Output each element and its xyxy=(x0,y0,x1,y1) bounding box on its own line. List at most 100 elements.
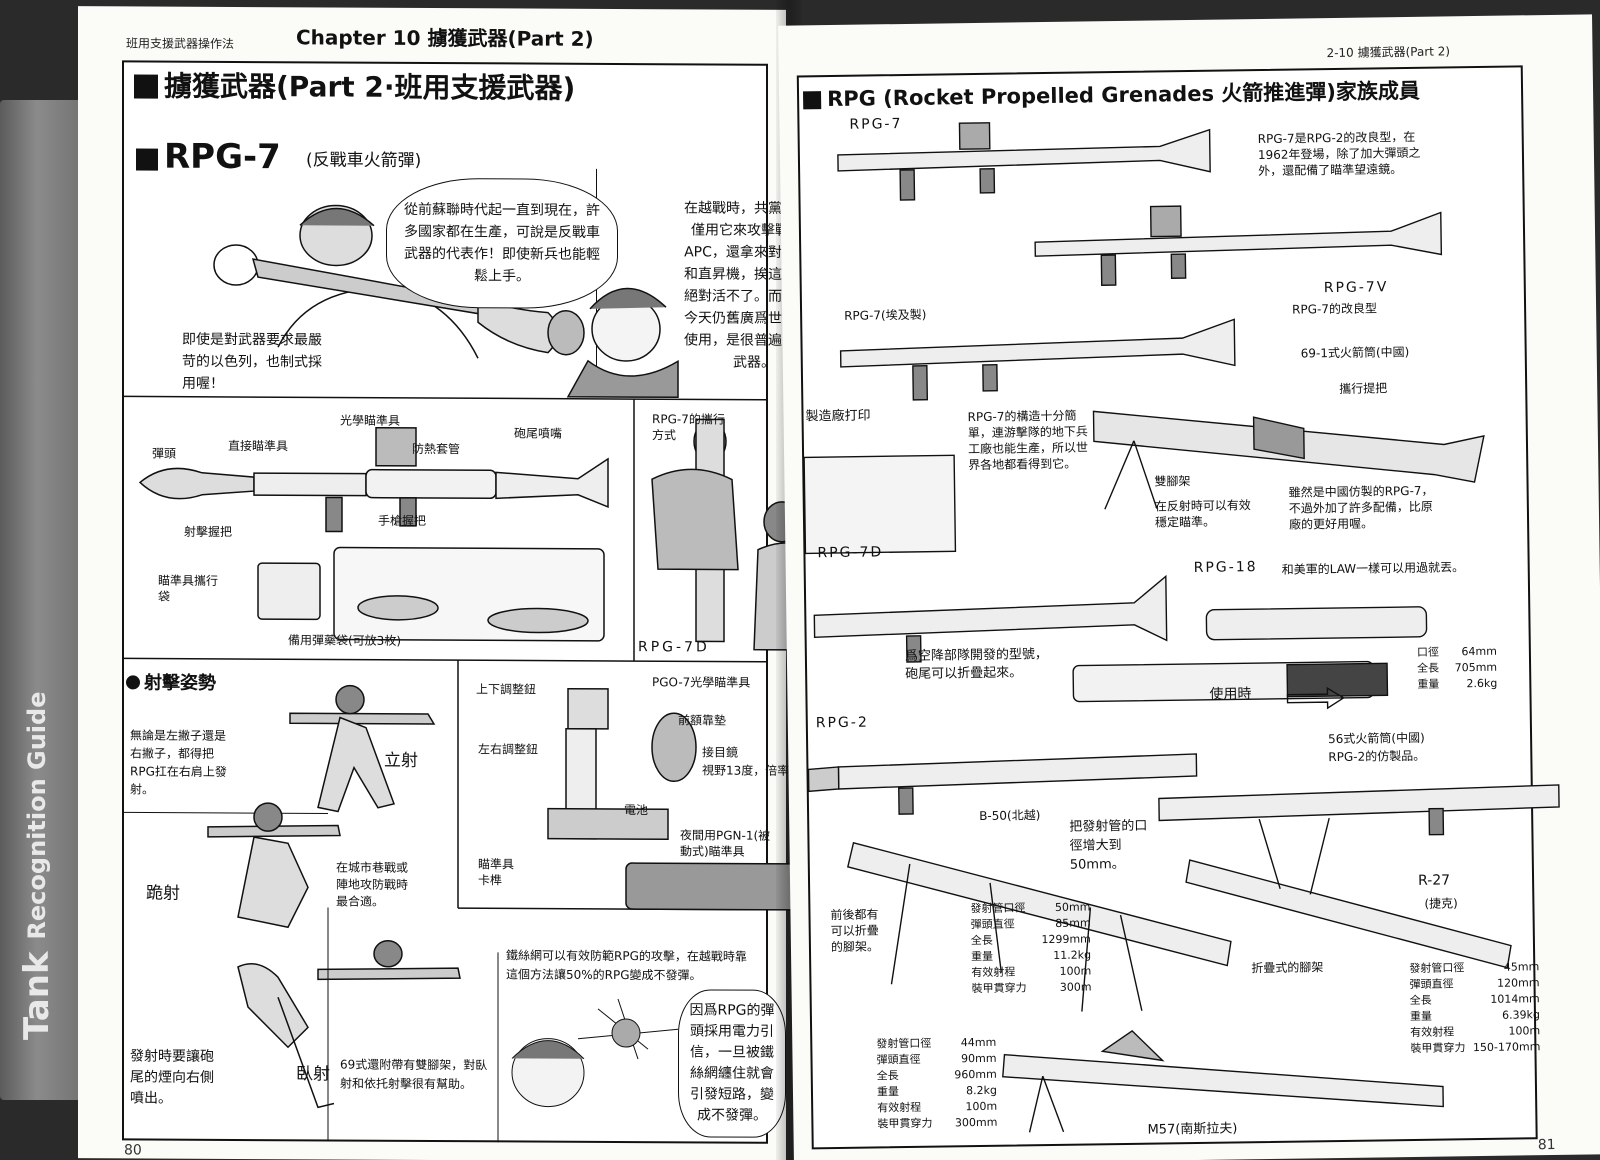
spec-value: 150-170mm xyxy=(1472,1040,1541,1055)
spec-key: 彈頭直徑 xyxy=(970,917,1015,932)
posture-heading: 射擊姿勢 xyxy=(126,668,216,694)
label-direct-sight: 直接瞄準具 xyxy=(228,438,289,454)
label-type56: 56式火箭筒(中國) xyxy=(1327,730,1425,747)
type56-note: RPG-2的仿製品。 xyxy=(1328,748,1426,765)
label-eyepiece: 接目鏡 xyxy=(702,745,739,760)
label-firing-grip: 射擊握把 xyxy=(184,524,233,539)
label-elev-knob: 上下調整鈕 xyxy=(476,682,537,697)
spec-key: 裝甲貫穿力 xyxy=(1410,1041,1466,1056)
bubble-israel-text: 即使是對武器要求最嚴苛的以色列，也制式採用喔！ xyxy=(182,331,322,392)
spec-key: 重量 xyxy=(876,1085,900,1099)
circle-bullet-icon xyxy=(126,675,140,690)
label-r27: R-27 xyxy=(1417,872,1451,889)
spec-key: 重量 xyxy=(1409,1009,1433,1024)
spec-value: 1299mm xyxy=(1041,932,1091,947)
spec-value: 300mm xyxy=(954,1115,998,1130)
label-night-sight: 夜間用PGN-1(被動式)瞄準具 xyxy=(680,828,771,859)
spec-row: 有效射程 100m xyxy=(1410,1023,1540,1041)
label-folding-bipod: 折疊式的腳架 xyxy=(1251,960,1324,976)
label-battery: 電池 xyxy=(624,803,649,818)
label-b50: B-50(北越) xyxy=(979,808,1041,824)
spine-title-main: Tank xyxy=(17,951,57,1040)
posture-note-shoulder: 無論是左撇子還是右撇子，都得把RPG扛在右肩上發射。 xyxy=(130,728,227,797)
page-number-right: 81 xyxy=(1537,1136,1556,1154)
label-rpg18: RPG-18 xyxy=(1193,559,1258,576)
label-prone: 臥射 xyxy=(296,1064,330,1085)
label-nozzle: 砲尾噴嘴 xyxy=(514,426,563,441)
spec-key: 裝甲貫穿力 xyxy=(877,1116,933,1131)
spec-row: 全長 705mm xyxy=(1417,660,1497,677)
spec-row: 裝甲貫穿力 300mm xyxy=(877,1115,997,1133)
spec-value: 960mm xyxy=(954,1067,997,1082)
label-rpg7d-left: RPG-7D xyxy=(638,639,710,656)
book-spine: Tank Recognition Guide xyxy=(0,100,92,1100)
china-note: 雖然是中國仿製的RPG-7，不過外加了許多配備，比原廠的更好用喔。 xyxy=(1288,483,1434,532)
spine-subtitle: Recognition Guide xyxy=(23,691,51,940)
label-sight-case: 瞄準具攜行袋 xyxy=(158,573,219,604)
spec-value: 705mm xyxy=(1454,660,1498,675)
spec-key: 有效射程 xyxy=(1410,1025,1455,1040)
label-rpg7d: RPG-7D xyxy=(817,544,884,562)
spec-value: 6.39kg xyxy=(1502,1008,1541,1022)
right-page: 2-10 擄獲武器(Part 2) RPG (Rocket Propelled … xyxy=(778,14,1600,1160)
label-brow-pad: 前額靠墊 xyxy=(678,713,727,728)
posture-title: 射擊姿勢 xyxy=(144,672,216,694)
rpg18-note: 和美軍的LAW一樣可以用過就丟。 xyxy=(1281,560,1465,577)
bipod-note: 69式還附帶有雙腳架，對臥射和依托射擊很有幫助。 xyxy=(340,1057,488,1092)
spec-key: 彈頭直徑 xyxy=(876,1052,921,1067)
label-type69: 69-1式火箭筒(中國) xyxy=(1300,344,1410,361)
spec-key: 全長 xyxy=(1417,661,1440,675)
spec-value: 100m xyxy=(1508,1024,1541,1038)
rpg7d-note: 爲空降部隊開發的型號，砲尾可以折疊起來。 xyxy=(904,647,1049,683)
spec-row: 裝甲貫穿力 150-170mm xyxy=(1410,1039,1540,1057)
spec-value: 50mm xyxy=(1054,900,1091,914)
spec-value: 100m xyxy=(1059,964,1092,978)
fold-note: 前後都有可以折疊的腳架。 xyxy=(830,907,880,955)
spec-key: 發射管口徑 xyxy=(970,901,1026,916)
spec-key: 有效射程 xyxy=(971,965,1016,980)
pgo-title: PGO-7光學瞄準具 xyxy=(652,675,751,690)
spec-value: 1014mm xyxy=(1490,992,1540,1006)
label-rpg7v: RPG-7V xyxy=(1323,279,1389,297)
label-kneeling: 跪射 xyxy=(146,883,180,904)
label-hand-grip: 手槍握把 xyxy=(378,513,427,528)
label-carry-handle: 攜行提把 xyxy=(1339,381,1388,396)
label-rpg7: RPG-7 xyxy=(849,116,903,133)
spec-value: 8.2kg xyxy=(966,1083,998,1098)
page-number-left: 80 xyxy=(124,1142,142,1159)
rpg7-note: RPG-7是RPG-2的改良型，在1962年登場，除了加大彈頭之外，還配備了瞄準… xyxy=(1257,129,1421,179)
spec-value: 64mm xyxy=(1461,644,1497,659)
spec-value: 100m xyxy=(965,1099,998,1114)
spec-value: 11.2kg xyxy=(1053,948,1092,962)
speech-bubble-wire: 因爲RPG的彈頭採用電力引信，一旦被鐵絲網纏住就會引發短路，變成不發彈。 xyxy=(678,989,786,1138)
spec-key: 重量 xyxy=(971,949,994,964)
spec-row: 發射管口徑 50mm xyxy=(970,899,1090,917)
spec-key: 發射管口徑 xyxy=(1409,961,1465,976)
b50-note: 把發射管的口徑增大到50mm。 xyxy=(1069,818,1148,873)
spec-row: 有效射程 100m xyxy=(971,963,1091,981)
spec-row: 重量 11.2kg xyxy=(971,947,1091,965)
spec-key: 彈頭直徑 xyxy=(1409,977,1454,992)
spec-value: 44mm xyxy=(960,1035,997,1050)
bubble-intro-text: 從前蘇聯時代起一直到現在，許多國家都在生產，可說是反戰車武器的代表作！即使新兵也… xyxy=(404,201,600,285)
label-standing: 立射 xyxy=(384,750,418,771)
left-page-illustrations xyxy=(122,204,825,1143)
label-ammo-bag: 備用彈藥袋(可放3枚) xyxy=(288,633,401,648)
label-rpg18-in-use: 使用時 xyxy=(1209,686,1252,703)
label-optical-sight: 光學瞄準具 xyxy=(340,413,401,428)
label-windage-knob: 左右調整鈕 xyxy=(478,742,539,757)
label-maker-stamp: 製造廠打印 xyxy=(805,408,871,425)
spec-value: 45mm xyxy=(1503,960,1540,974)
spec-value: 90mm xyxy=(960,1051,997,1066)
spec-row: 發射管口徑 45mm xyxy=(1409,959,1539,977)
